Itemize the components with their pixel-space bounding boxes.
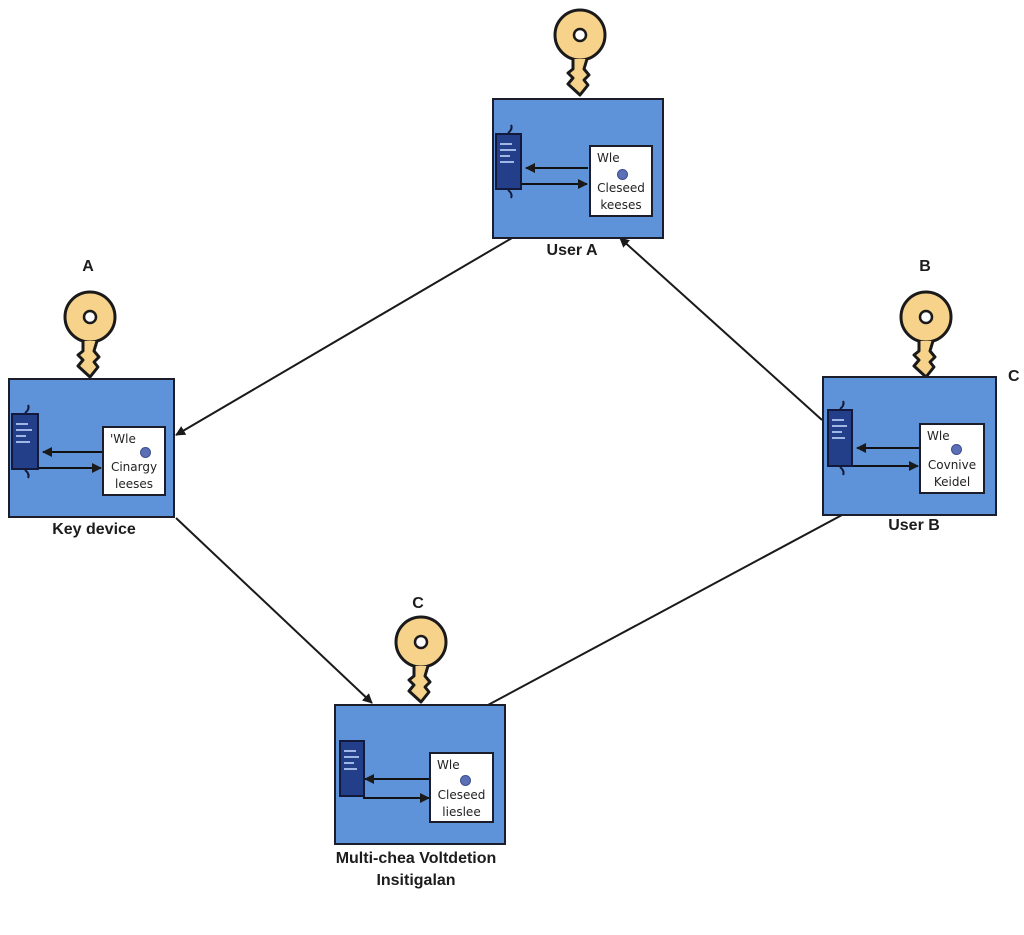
node-multi[interactable]: Wle Cleseed lieslee	[334, 704, 506, 845]
card-line-3: Keidel	[933, 475, 971, 489]
status-dot-icon	[951, 444, 962, 455]
connector-user-a-to-key-device	[175, 237, 513, 436]
data-flow-arrows	[363, 774, 430, 803]
data-flow-arrows	[24, 404, 102, 479]
connector-user-b-to-user-a	[619, 237, 823, 421]
key-icon	[899, 290, 953, 379]
card-line-2: Covnive	[927, 458, 977, 472]
card-line-2: Cleseed	[437, 788, 486, 802]
node-label-multi-line-1: Multi-chea Voltdetion	[335, 850, 497, 867]
status-dot-icon	[617, 169, 628, 180]
data-flow-arrows	[839, 400, 919, 476]
key-icon	[63, 290, 117, 379]
node-user-a[interactable]: Wle Cleseed keeses	[492, 98, 664, 239]
server-icon	[827, 409, 853, 467]
server-icon	[11, 413, 39, 470]
key-letter-b: B	[919, 258, 931, 275]
card-line-3: keeses	[600, 198, 642, 212]
card-line-1: Wle	[597, 151, 620, 165]
info-card: Wle Covnive Keidel	[919, 423, 985, 494]
status-dot-icon	[140, 447, 151, 458]
card-line-2: Cleseed	[597, 181, 645, 195]
server-icon	[339, 740, 365, 797]
node-user-b[interactable]: Wle Covnive Keidel	[822, 376, 997, 516]
server-icon	[495, 133, 522, 190]
node-label-multi-line-2: Insitigalan	[376, 872, 456, 889]
card-line-3: leeses	[115, 477, 153, 491]
key-letter-a: A	[82, 258, 94, 275]
side-letter-c: C	[1008, 368, 1020, 385]
node-label-user-a: User A	[546, 242, 598, 259]
key-icon	[394, 615, 448, 704]
node-label-key-device: Key device	[52, 521, 136, 538]
key-icon	[553, 8, 607, 97]
info-card: 'Wle Cinargy leeses	[102, 426, 166, 496]
node-key-device[interactable]: 'Wle Cinargy leeses	[8, 378, 175, 518]
card-line-1: 'Wle	[110, 432, 136, 446]
status-dot-icon	[460, 775, 471, 786]
card-line-2: Cinargy	[110, 460, 158, 474]
data-flow-arrows	[507, 124, 588, 199]
card-line-3: lieslee	[442, 805, 481, 819]
card-line-1: Wle	[437, 758, 460, 772]
node-label-user-b: User B	[888, 517, 940, 534]
info-card: Wle Cleseed keeses	[589, 145, 653, 217]
card-line-1: Wle	[927, 429, 950, 443]
connector-key-device-to-multi	[175, 517, 373, 704]
info-card: Wle Cleseed lieslee	[429, 752, 494, 823]
connector-user-b-to-multi	[487, 514, 843, 706]
key-letter-c: C	[412, 595, 424, 612]
